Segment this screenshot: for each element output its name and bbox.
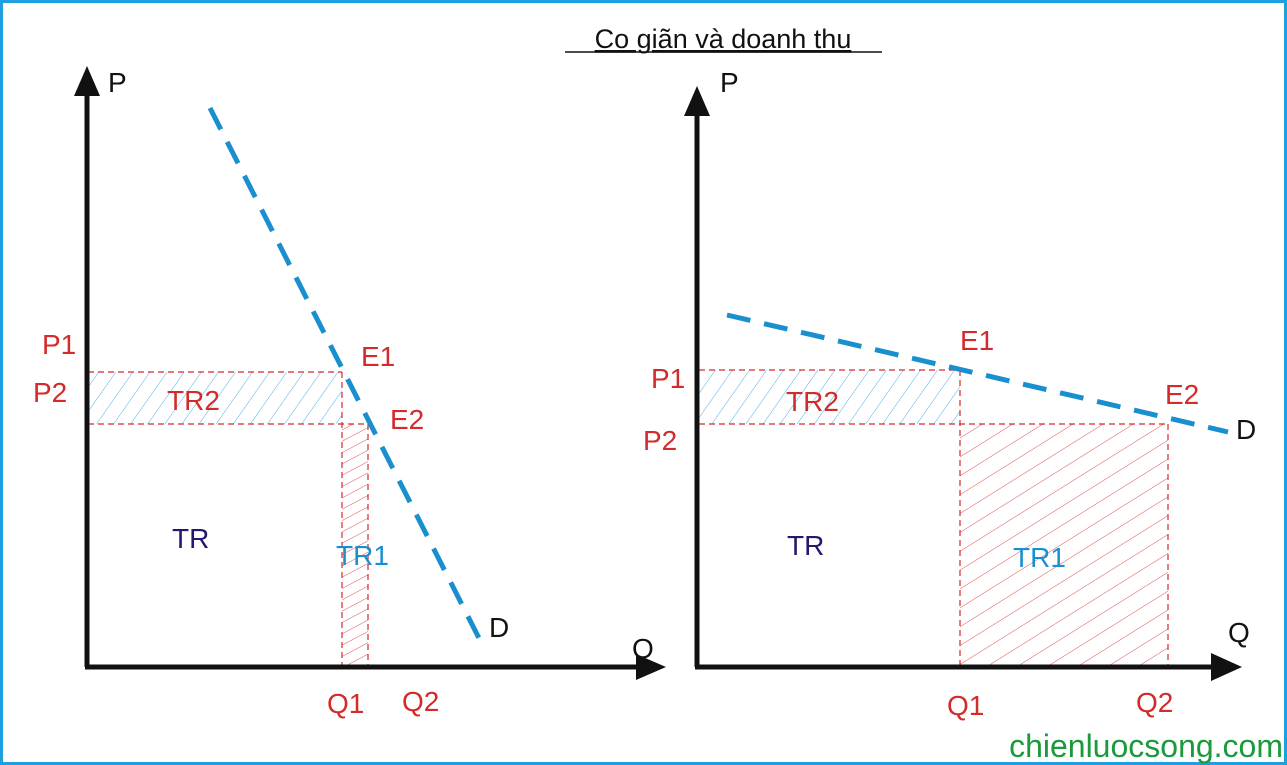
diagram-title: Co giãn và doanh thu (595, 24, 852, 54)
tr2-area (699, 370, 960, 424)
demand-curve (207, 106, 487, 650)
tr2-area (88, 372, 342, 424)
p-axis-arrow-icon (74, 66, 100, 96)
e1-label: E1 (960, 325, 994, 356)
watermark: chienluocsong.com (1009, 728, 1283, 764)
left-chart: P Q P1 P2 E1 E2 TR2 TR TR1 D Q1 Q2 (33, 66, 666, 719)
p-axis-arrow-icon (684, 86, 710, 116)
tr1-label: TR1 (1013, 542, 1066, 573)
tr1-area (960, 424, 1168, 667)
e2-label: E2 (1165, 379, 1199, 410)
right-chart: P Q P1 P2 E1 E2 D TR2 TR TR1 Q1 Q2 (643, 67, 1256, 721)
q-axis-label: Q (632, 633, 654, 664)
guide-lines (88, 371, 369, 667)
tr-label: TR (787, 530, 824, 561)
p2-label: P2 (33, 377, 67, 408)
p-axis-label: P (108, 67, 127, 98)
demand-label: D (1236, 414, 1256, 445)
q1-label: Q1 (327, 688, 364, 719)
q2-label: Q2 (1136, 687, 1173, 718)
q1-label: Q1 (947, 690, 984, 721)
tr-label: TR (172, 523, 209, 554)
tr1-area (342, 424, 368, 667)
guide-lines (699, 369, 1169, 667)
e2-label: E2 (390, 404, 424, 435)
tr1-label: TR1 (336, 540, 389, 571)
q-axis-arrow-icon (1211, 653, 1242, 681)
tr2-label: TR2 (786, 386, 839, 417)
demand-label: D (489, 612, 509, 643)
p1-label: P1 (42, 329, 76, 360)
p1-label: P1 (651, 363, 685, 394)
p-axis-label: P (720, 67, 739, 98)
demand-curve (726, 312, 1229, 435)
e1-label: E1 (361, 341, 395, 372)
q-axis-label: Q (1228, 617, 1250, 648)
q2-label: Q2 (402, 686, 439, 717)
q-axis-arrow-icon (636, 654, 666, 680)
tr2-label: TR2 (167, 385, 220, 416)
p2-label: P2 (643, 425, 677, 456)
